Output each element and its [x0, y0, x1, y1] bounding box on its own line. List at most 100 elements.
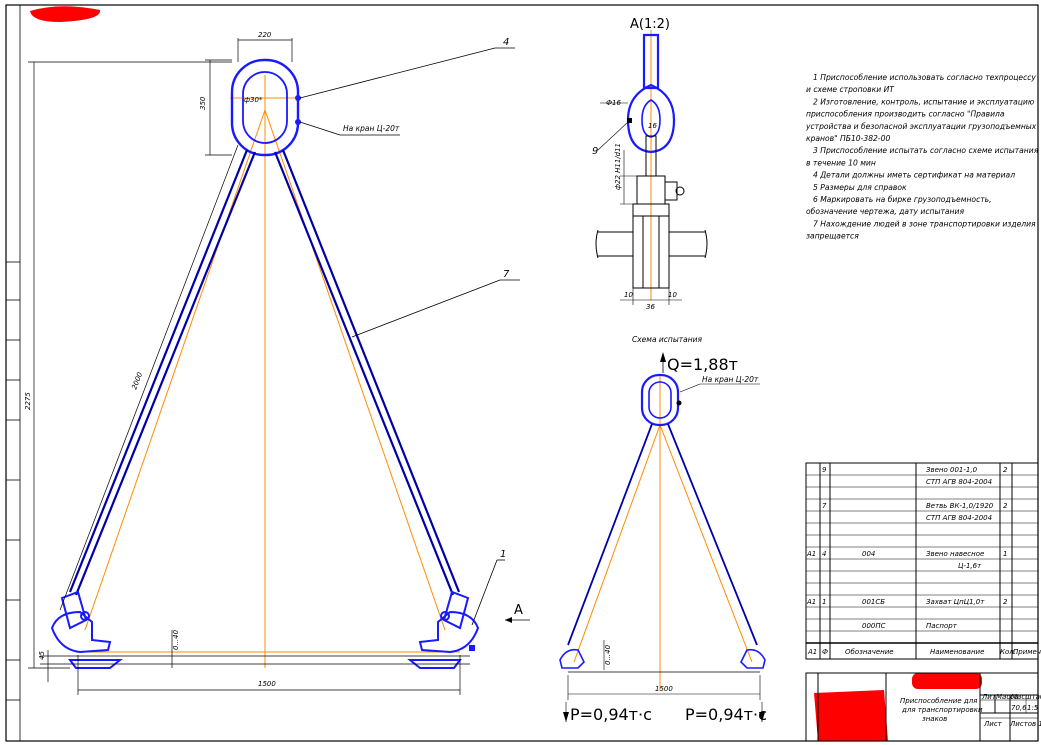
center-axes: [78, 75, 460, 668]
main-view-labels: 220 350 ф30* 2275 2000 1500 0...40 45 4 …: [24, 31, 523, 688]
test-dim-0-40: 0...40: [604, 644, 612, 665]
section-arrow: [505, 617, 512, 623]
spec-cell-designation: 000ПС: [862, 622, 886, 630]
dim-220: 220: [258, 31, 272, 39]
note-line: 5 Размеры для справок: [813, 183, 907, 192]
spec-header-note: Примеч.: [1013, 648, 1041, 656]
dim-d30: ф30*: [244, 96, 263, 104]
grip-marker: [469, 645, 475, 651]
dim-2000: 2000: [130, 371, 144, 391]
title-block: Приспособление для для транспортировки з…: [805, 672, 1041, 742]
dim-10b: 10: [668, 291, 677, 299]
title-head-scale: Масштаб: [1011, 693, 1041, 701]
dim-350: 350: [199, 96, 207, 110]
test-scheme-title: Схема испытания: [632, 335, 702, 344]
main-view: 220 350 ф30* 2275 2000 1500 0...40 45 4 …: [24, 31, 530, 695]
link-bolt-icon: [295, 119, 301, 125]
spec-cell-name1: Паспорт: [926, 622, 958, 630]
spec-header-pos: Ф: [822, 648, 828, 656]
force-arrow-left-icon: [563, 712, 569, 722]
title-head-lit: Лит: [981, 693, 997, 701]
dim-d16: Ф16: [606, 99, 621, 107]
note-line: кранов" ПБ10-382-00: [806, 134, 890, 143]
dim-bolt-fit: ф22 H11/d11: [614, 143, 622, 190]
view-a-marker: [627, 118, 632, 123]
spec-cell-name2: СТП АГВ 804-2004: [926, 478, 992, 486]
spec-cell-pos: 1: [822, 598, 826, 606]
title-sheet: Лист: [983, 720, 1003, 728]
dim-2275: 2275: [24, 392, 32, 410]
title-sheets: Листов 1: [1009, 720, 1041, 728]
force-arrow-right-icon: [759, 712, 765, 722]
title-name-line2: для транспортировки: [901, 706, 983, 714]
spec-cell-designation: 004: [862, 550, 875, 558]
frame-ticks-left: [6, 261, 20, 701]
spec-cell-qty: 2: [1003, 466, 1008, 474]
test-grips: [559, 648, 766, 673]
dim-1500: 1500: [258, 680, 276, 688]
spec-cell-name2: СТП АГВ 804-2004: [926, 514, 992, 522]
view-a-title: A(1:2): [630, 17, 670, 32]
spec-cell-name1: Захват ЦпЦ1,0т: [926, 598, 985, 606]
dim-45: 45: [38, 651, 46, 660]
spec-header: А1 Ф Обозначение Наименование Кол. Приме…: [807, 648, 1041, 656]
title-name-line3: знаков: [922, 715, 947, 723]
load-arrow-icon: [660, 352, 666, 362]
grip-right: [407, 590, 480, 669]
note-line: 1 Приспособление использовать согласно т…: [813, 73, 1036, 82]
callout-7: 7: [503, 269, 510, 280]
spec-cell-qty: 2: [1003, 502, 1008, 510]
title-mass: 70,6: [1011, 704, 1027, 712]
note-line: запрещается: [806, 232, 859, 241]
spec-cell-designation: 001СБ: [862, 598, 885, 606]
view-a-parts: [626, 33, 676, 154]
force-right-label: P=0,94т·с: [685, 705, 767, 724]
note-line: 4 Детали должны иметь сертификат на мате…: [813, 171, 1015, 180]
q-load-label: Q=1,88т: [667, 355, 738, 374]
link-bolt-icon: [295, 95, 301, 101]
test-link: [640, 373, 680, 427]
spec-cell-name1: Звено навесное: [926, 550, 984, 558]
leader-lines: [299, 47, 530, 626]
title-head-mass: Масса: [996, 693, 1018, 701]
spec-cell-zone: А1: [806, 550, 816, 558]
view-a-dims: [597, 102, 682, 305]
note-line: 2 Изготовление, контроль, испытание и эк…: [813, 97, 1035, 106]
redaction-mark-top: [30, 6, 101, 22]
dim-16: 16: [648, 122, 657, 130]
test-axes: [573, 375, 753, 690]
spec-header-qty: Кол.: [1000, 648, 1016, 656]
spec-cell-qty: 1: [1003, 550, 1007, 558]
test-scheme: Схема испытания Q=1,88т: [559, 335, 767, 724]
technical-notes: 1 Приспособление использовать согласно т…: [805, 73, 1039, 241]
dimension-lines: [28, 38, 470, 695]
spec-cell-pos: 9: [822, 466, 827, 474]
callout-1: 1: [500, 549, 506, 560]
view-a-body: [595, 135, 708, 289]
dim-0-40: 0...40: [172, 629, 180, 650]
callout-4: 4: [503, 37, 509, 48]
test-chains: [567, 423, 758, 646]
note-line: обозначение чертежа, дату испытания: [806, 207, 964, 216]
note-line: в течение 10 мин: [806, 158, 876, 167]
section-a-label: A: [514, 603, 523, 618]
top-link: [230, 58, 300, 157]
view-a: A(1:2) Ф16: [592, 17, 708, 311]
weld-label-main: На кран Ц-20т: [343, 124, 400, 133]
spec-cell-name1: Звено 001-1,0: [926, 466, 978, 474]
callout-9: 9: [592, 146, 598, 157]
redaction-mark-logo: [814, 690, 888, 741]
force-left-label: P=0,94т·с: [570, 705, 652, 724]
dim-10a: 10: [624, 291, 633, 299]
test-link-bolt-icon: [676, 400, 682, 406]
chain-branch-right: [273, 149, 461, 596]
spec-cell-pos: 4: [822, 550, 826, 558]
spec-cell-name2: Ц-1,6т: [958, 562, 982, 570]
weld-label-test: На кран Ц-20т: [702, 375, 759, 384]
spec-cell-zone: А1: [806, 598, 816, 606]
spec-cell-qty: 2: [1003, 598, 1008, 606]
drawing-frame: [5, 4, 1039, 742]
spec-header-designation: Обозначение: [845, 648, 894, 656]
